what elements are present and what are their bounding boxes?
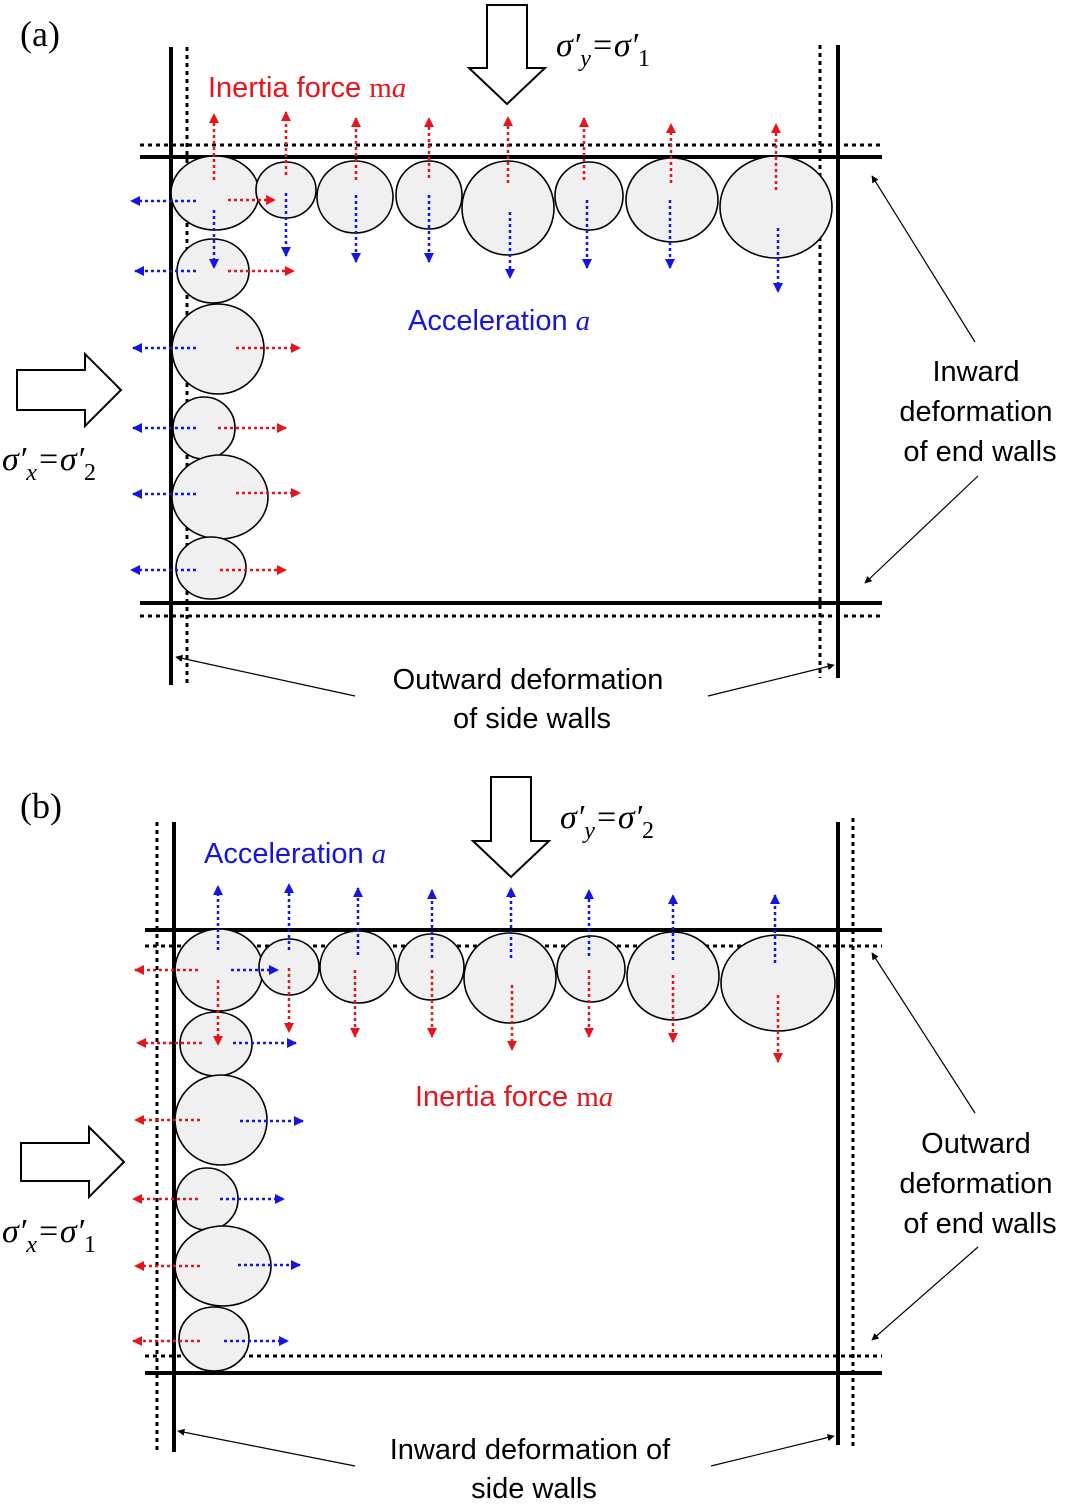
inertia-arrows-up <box>209 111 781 190</box>
panel-b: (b) σ′y=σ′2 σ′x=σ′1 <box>2 776 1060 1505</box>
acceleration-label: Acceleration a <box>408 305 590 337</box>
panel-a-label: (a) <box>20 14 60 54</box>
end-wall-annotation: Inward deformation of end walls <box>899 356 1060 468</box>
horizontal-stress-label: σ′x=σ′2 <box>2 441 96 486</box>
side-wall-pointers <box>175 654 835 697</box>
acceleration-arrows-down <box>209 193 783 293</box>
vertical-stress-label: σ′y=σ′1 <box>556 27 650 72</box>
vertical-stress-arrow <box>470 776 552 879</box>
inertia-force-label: Inertia force ma <box>415 1081 613 1113</box>
panel-a: (a) σ′y=σ′1 σ′x=σ′2 <box>2 4 1060 735</box>
particles <box>174 928 836 1372</box>
inertia-arrows-right <box>218 195 301 575</box>
acceleration-arrows-left <box>130 196 196 575</box>
horizontal-stress-arrow <box>20 1124 126 1200</box>
end-wall-pointers <box>871 952 979 1341</box>
side-wall-pointers <box>177 1428 835 1467</box>
horizontal-stress-arrow <box>16 351 123 429</box>
acceleration-arrows-right <box>220 965 304 1346</box>
vertical-stress-arrow <box>466 4 548 106</box>
horizontal-stress-label: σ′x=σ′1 <box>2 1213 96 1258</box>
inertia-arrows-left <box>132 965 202 1346</box>
side-wall-annotation: Inward deformation of side walls <box>390 1434 679 1505</box>
inertia-arrows-down <box>213 968 783 1063</box>
side-wall-annotation: Outward deformation of side walls <box>393 664 672 735</box>
walls-solid <box>140 45 882 685</box>
acceleration-label: Acceleration a <box>204 838 386 870</box>
vertical-stress-label: σ′y=σ′2 <box>560 799 654 844</box>
acceleration-arrows-up <box>213 883 780 963</box>
particles <box>170 155 833 600</box>
end-wall-pointers <box>864 175 979 584</box>
end-wall-annotation: Outward deformation of end walls <box>899 1128 1060 1240</box>
walls-solid <box>145 822 882 1452</box>
panel-b-label: (b) <box>20 786 62 826</box>
inertia-force-label: Inertia force ma <box>208 72 406 104</box>
